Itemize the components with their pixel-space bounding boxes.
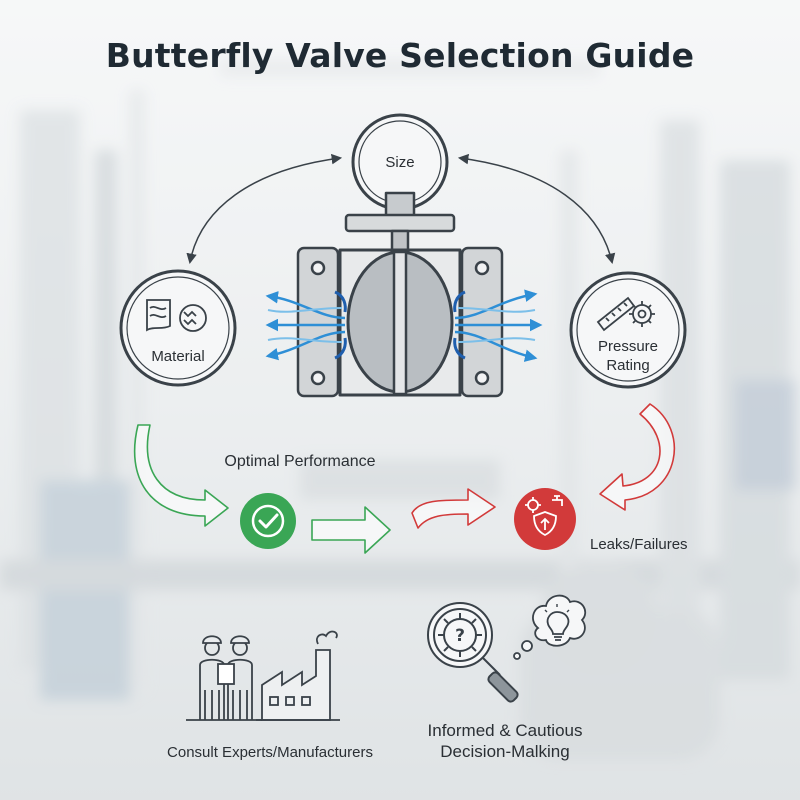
- flow-arrows-left: [265, 290, 347, 361]
- checkmark-icon: [240, 493, 296, 549]
- material-samples-icon: [146, 299, 207, 332]
- pressure-rating-node: [569, 271, 687, 389]
- connector-size-pressure: [457, 153, 616, 265]
- leaks-failures-label: Leaks/Failures: [590, 536, 688, 553]
- valve-icon: [296, 191, 504, 398]
- material-label: Material: [151, 348, 205, 365]
- red-flow-arrow-left: [411, 488, 496, 529]
- flow-arrows-right: [453, 289, 543, 362]
- green-flow-arrow-out: [311, 506, 391, 554]
- factory-icon: [256, 630, 340, 721]
- material-node: [119, 269, 237, 387]
- size-node: [351, 113, 449, 211]
- lightbulb-thought-icon: [513, 594, 587, 660]
- pressure-label-line1: Pressure: [597, 338, 659, 355]
- pressure-rating-label: Pressure Rating: [578, 337, 678, 375]
- red-flow-arrow-right: [599, 403, 676, 511]
- optimal-performance-label: Optimal Performance: [224, 453, 376, 470]
- decision-label-line1: Informed & Cautious: [427, 721, 583, 740]
- gear-faucet-shield-icon: [514, 488, 576, 550]
- ruler-gear-icon: [596, 296, 655, 332]
- size-label: Size: [385, 154, 415, 171]
- connector-size-material: [186, 153, 343, 265]
- page-title: Butterfly Valve Selection Guide: [105, 36, 695, 75]
- engineers-icon: [186, 635, 262, 721]
- consult-experts-label: Consult Experts/Manufacturers: [167, 744, 373, 761]
- pressure-label-line2: Rating: [606, 357, 650, 374]
- decision-making-label: Informed & Cautious Decision-Malking: [395, 720, 615, 762]
- green-flow-arrow-in: [133, 424, 229, 527]
- svg-text:?: ?: [455, 626, 465, 646]
- magnifier-gear-icon: ?: [427, 602, 519, 703]
- decision-label-line2: Decision-Malking: [440, 742, 570, 761]
